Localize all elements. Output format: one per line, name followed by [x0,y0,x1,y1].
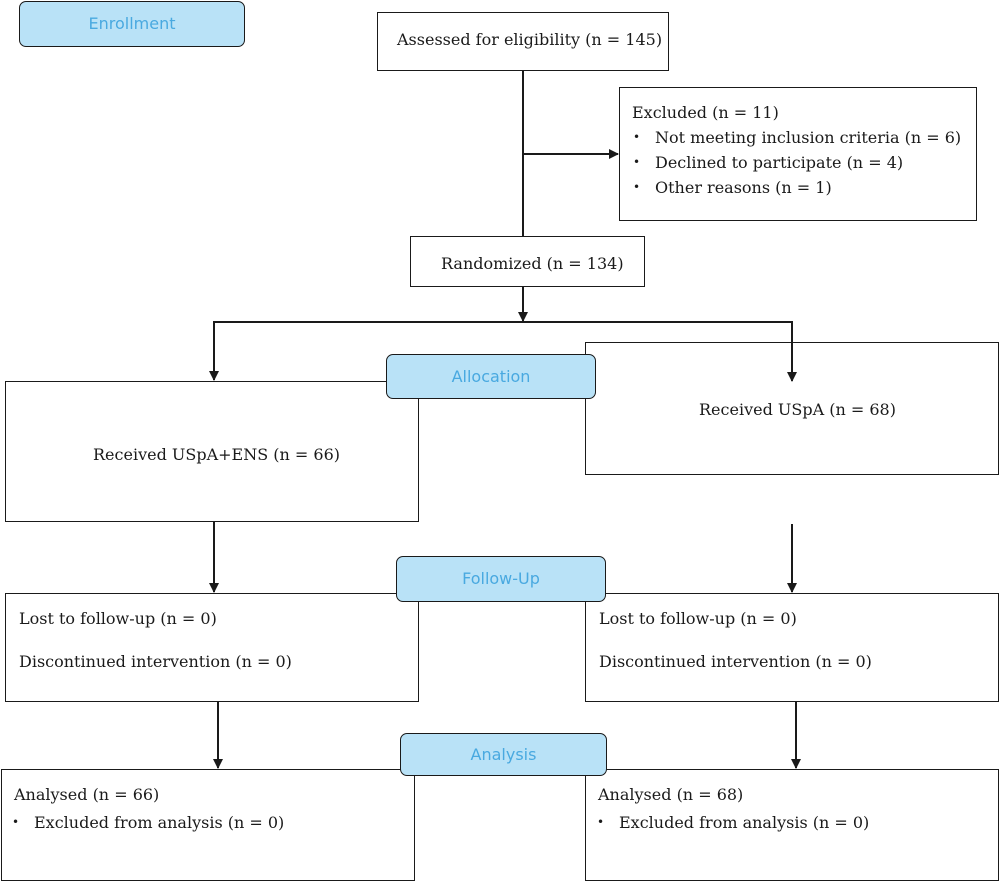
right-analysed-text: Analysed (n = 68) [598,785,744,804]
left-allocation-text: Received USpA+ENS (n = 66) [93,445,340,464]
follow-up-stage-label: Follow-Up [396,556,606,602]
left-followup-box [5,593,419,702]
excluded-reason-item: Declined to participate (n = 4) [633,150,961,175]
randomized-box [410,236,645,287]
enrollment-stage-label: Enrollment [19,1,245,47]
excluded-reason-item: Other reasons (n = 1) [633,175,961,200]
analysis-stage-label: Analysis [400,733,607,776]
right-lost-text: Lost to follow-up (n = 0) [599,609,797,628]
left-discontinued-text: Discontinued intervention (n = 0) [19,652,292,671]
left-excluded-analysis-item: Excluded from analysis (n = 0) [12,810,284,835]
assessed-box [377,12,669,71]
left-analysed-text: Analysed (n = 66) [14,785,160,804]
left-allocation-box [5,381,419,522]
left-lost-text: Lost to follow-up (n = 0) [19,609,217,628]
right-discontinued-text: Discontinued intervention (n = 0) [599,652,872,671]
right-allocation-text: Received USpA (n = 68) [699,400,896,419]
left-analysis-list: Excluded from analysis (n = 0) [12,810,284,835]
right-followup-box [585,593,999,702]
allocation-stage-label: Allocation [386,354,596,399]
excluded-reasons-list: Not meeting inclusion criteria (n = 6) D… [633,125,961,200]
excluded-title: Excluded (n = 11) [632,103,779,122]
randomized-text: Randomized (n = 134) [441,254,624,273]
right-analysis-list: Excluded from analysis (n = 0) [597,810,869,835]
assessed-text: Assessed for eligibility (n = 145) [397,30,663,49]
excluded-reason-item: Not meeting inclusion criteria (n = 6) [633,125,961,150]
right-excluded-analysis-item: Excluded from analysis (n = 0) [597,810,869,835]
